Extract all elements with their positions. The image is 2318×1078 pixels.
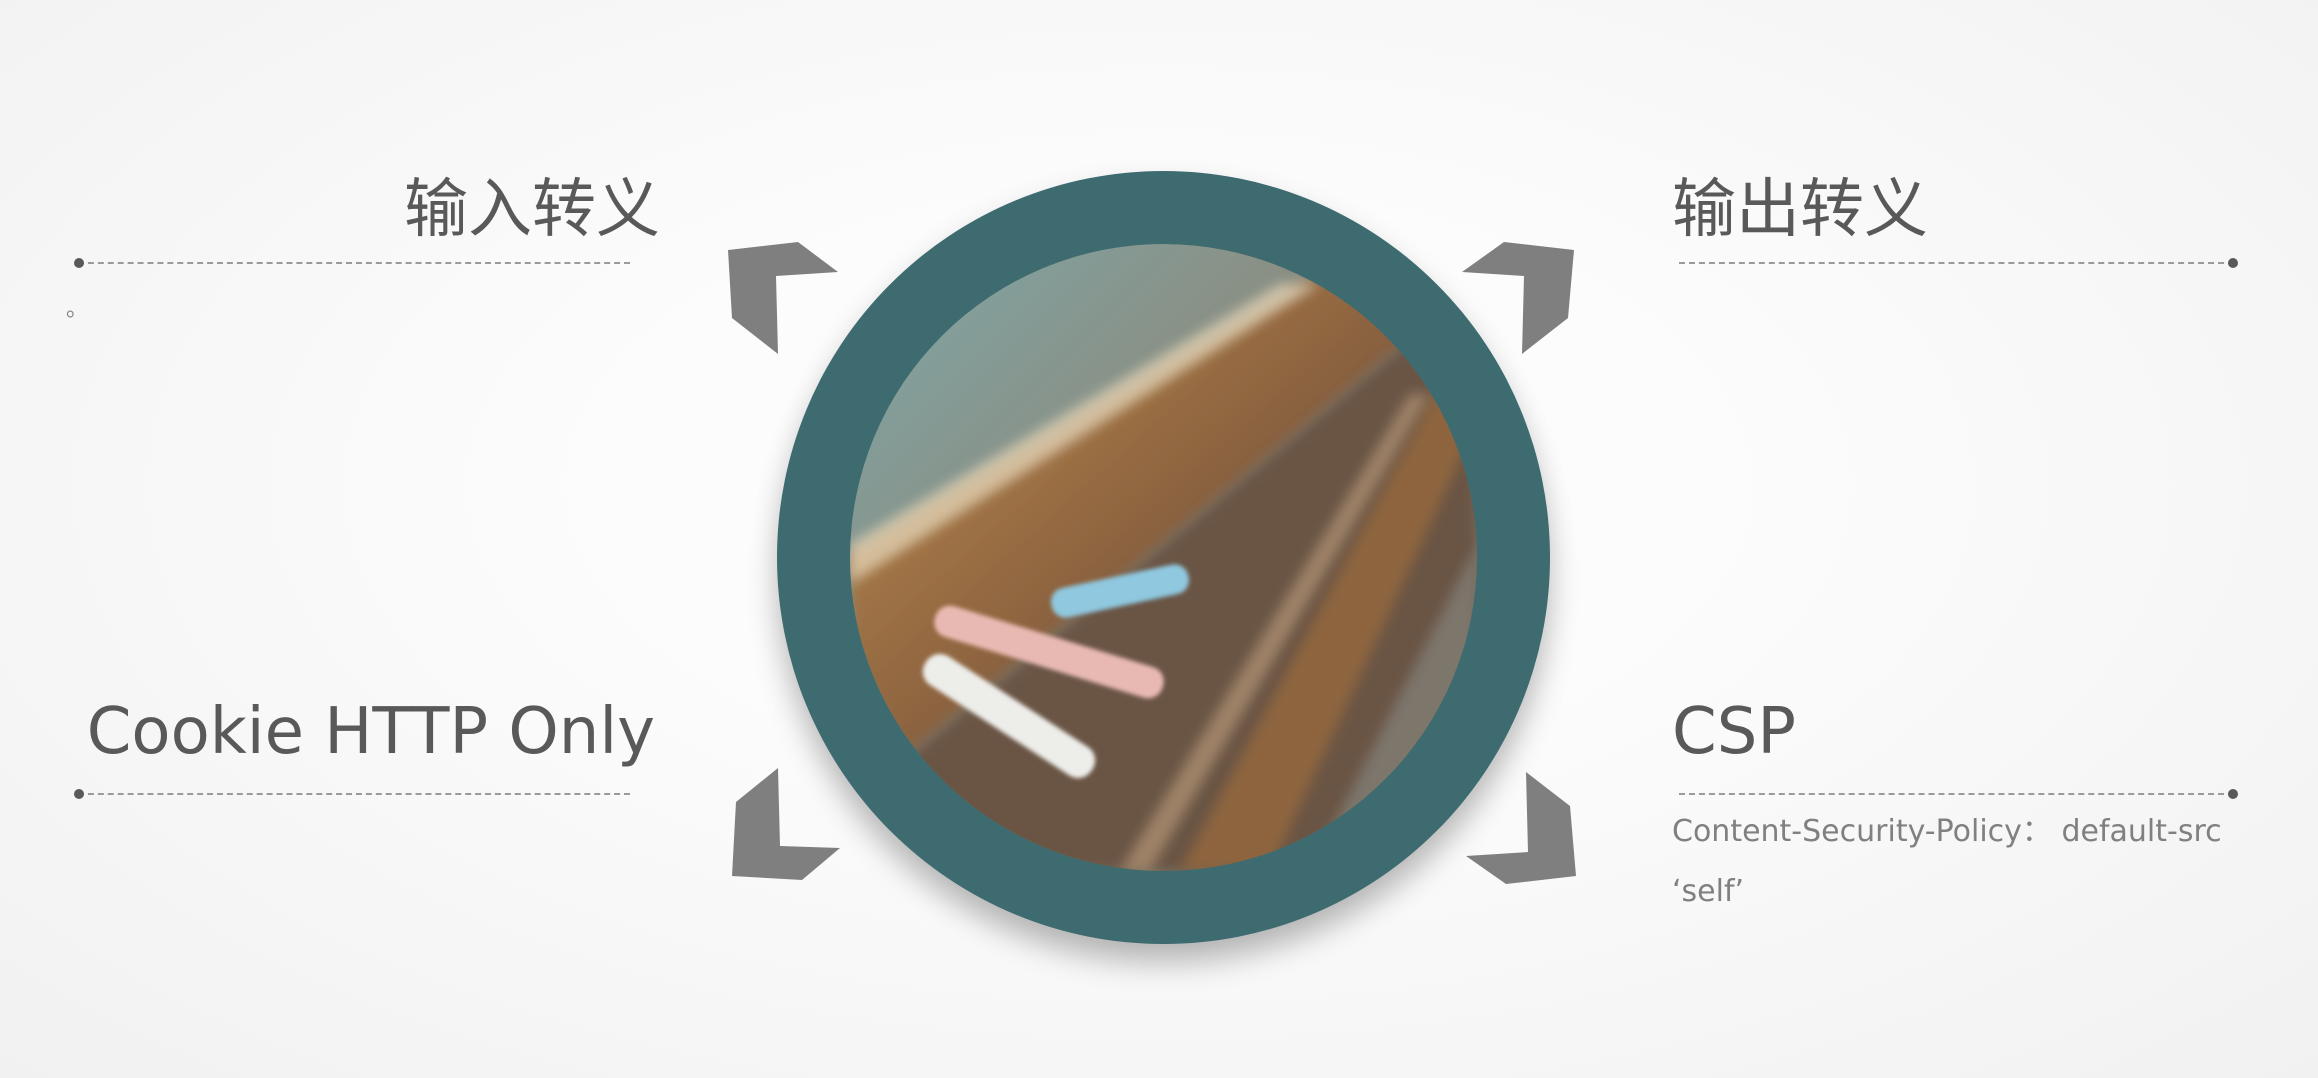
input-escape-text: 。 bbox=[66, 297, 89, 322]
csp-title: CSP bbox=[1672, 695, 1796, 769]
arrow-up-left-icon bbox=[728, 242, 838, 354]
divider-dot bbox=[74, 789, 84, 799]
divider-top-right bbox=[1679, 258, 2238, 268]
divider-bottom-left bbox=[74, 789, 630, 799]
divider-dot bbox=[2228, 789, 2238, 799]
center-circle-frame bbox=[777, 171, 1550, 944]
cookie-http-only-title: Cookie HTTP Only bbox=[86, 695, 655, 769]
output-escape-title: 输出转义 bbox=[1672, 173, 1928, 247]
arrow-down-left-icon bbox=[732, 768, 840, 880]
input-escape-title: 输入转义 bbox=[404, 173, 660, 247]
arrow-up-right-icon bbox=[1462, 242, 1574, 354]
divider-bottom-right bbox=[1679, 789, 2238, 799]
divider-dot bbox=[2228, 258, 2238, 268]
divider-dot bbox=[74, 258, 84, 268]
divider-top-left bbox=[74, 258, 630, 268]
chalk-photo bbox=[850, 244, 1477, 871]
arrow-down-right-icon bbox=[1466, 772, 1576, 884]
csp-description: Content-Security-Policy： default-src ‘se… bbox=[1672, 814, 2222, 909]
